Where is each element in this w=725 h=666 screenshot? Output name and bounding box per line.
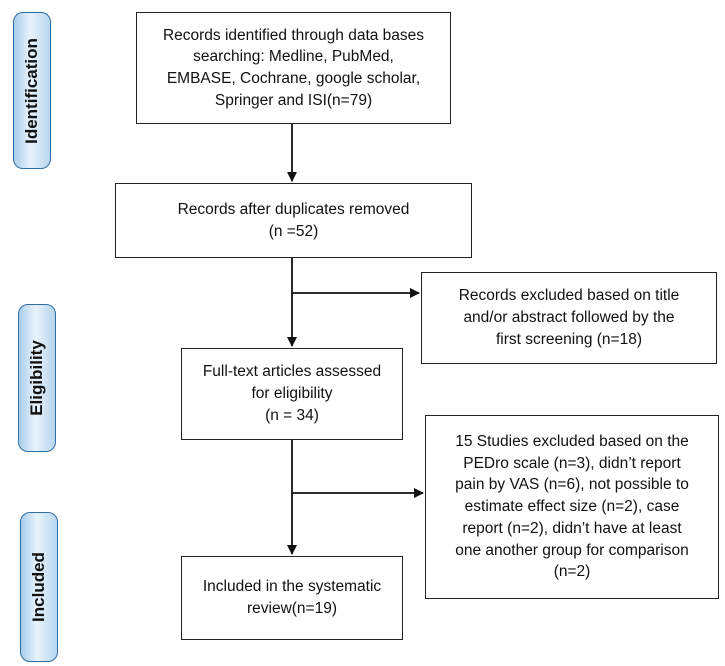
studies-excluded-box: 15 Studies excluded based on the PEDro s…: [425, 415, 719, 599]
records-excluded-title-text: Records excluded based on title and/or a…: [458, 287, 680, 348]
fulltext-assessed-text: Full-text articles assessed for eligibil…: [202, 363, 382, 424]
records-identified-text: Records identified through data bases se…: [162, 26, 425, 109]
included-review-text: Included in the systematic review(n=19): [202, 578, 382, 617]
phase-included-label: Included: [20, 512, 58, 662]
studies-excluded-text: 15 Studies excluded based on the PEDro s…: [455, 433, 689, 581]
records-after-duplicates-text: Records after duplicates removed (n =52): [177, 200, 410, 240]
phase-eligibility-label: Eligibility: [18, 304, 56, 452]
fulltext-assessed-box: Full-text articles assessed for eligibil…: [181, 348, 403, 440]
records-after-duplicates-box: Records after duplicates removed (n =52): [115, 183, 472, 258]
records-excluded-title-box: Records excluded based on title and/or a…: [421, 272, 717, 364]
included-review-box: Included in the systematic review(n=19): [181, 556, 403, 640]
records-identified-box: Records identified through data bases se…: [136, 12, 451, 124]
phase-identification-label: Identification: [13, 12, 51, 169]
